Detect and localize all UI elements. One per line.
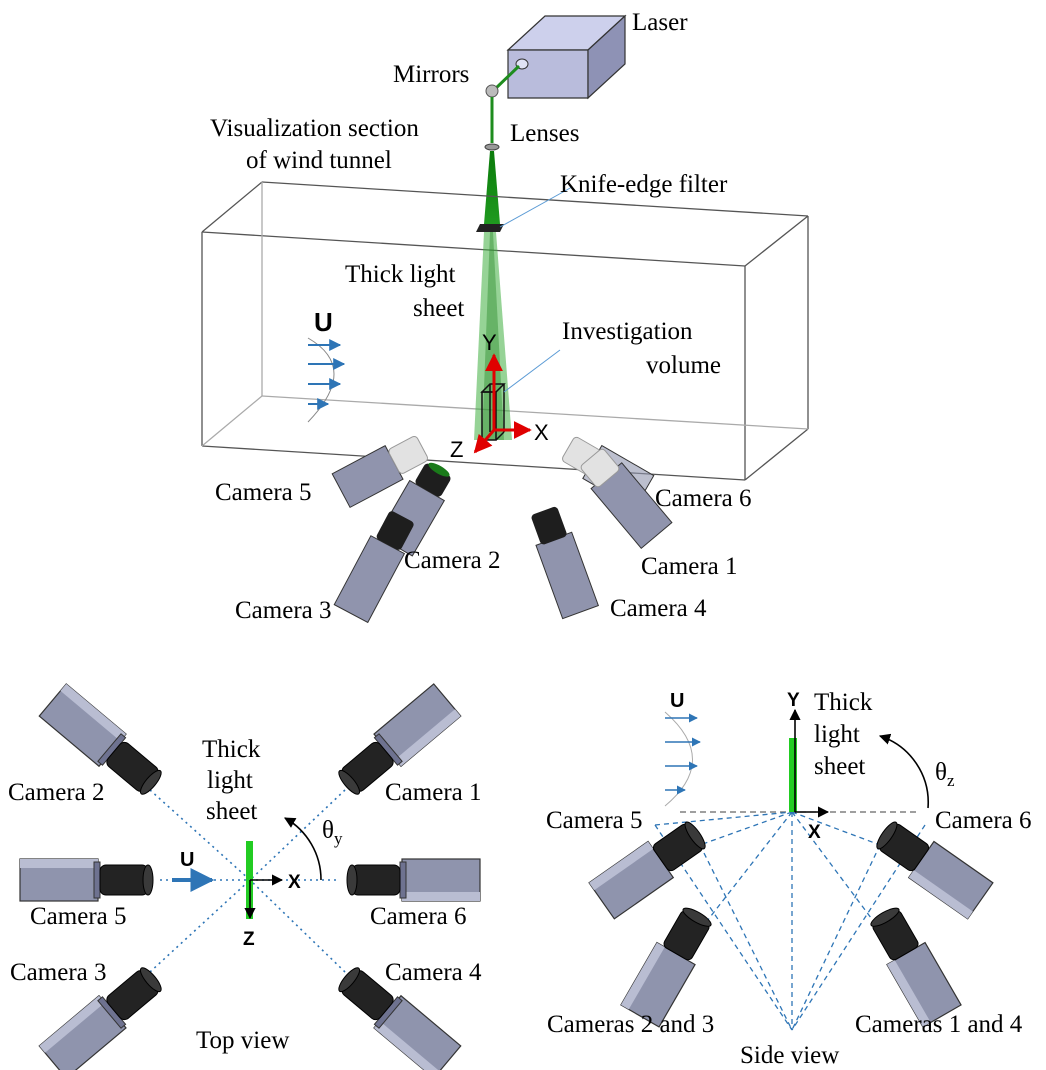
label-tunnel-line1: Visualization section xyxy=(210,115,419,142)
top-label-camera5: Camera 5 xyxy=(30,903,126,930)
top-camera-6 xyxy=(346,858,481,902)
label-camera6: Camera 6 xyxy=(655,485,751,512)
side-label-cameras14: Cameras 1 and 4 xyxy=(855,1011,1023,1038)
side-label-sheet-1: Thick xyxy=(814,689,873,716)
flow-profile xyxy=(307,337,346,423)
top-label-sheet-2: light xyxy=(207,767,253,794)
laser-beam xyxy=(492,64,521,92)
top-label-camera4: Camera 4 xyxy=(385,959,482,986)
label-laser: Laser xyxy=(632,9,688,36)
label-tunnel-line2: of wind tunnel xyxy=(246,147,392,174)
lens xyxy=(484,143,500,151)
top-angle-arc xyxy=(284,817,322,881)
label-mirrors: Mirrors xyxy=(393,61,469,88)
label-axis-x: X xyxy=(534,420,549,445)
label-lenses: Lenses xyxy=(510,120,579,147)
label-volume-line1: Investigation xyxy=(562,318,693,345)
axis-z-arrow xyxy=(473,429,496,454)
label-volume-line2: volume xyxy=(646,352,721,379)
top-label-camera2: Camera 2 xyxy=(8,779,104,806)
side-label-sheet-3: sheet xyxy=(814,753,865,780)
label-sheet-line1: Thick light xyxy=(345,261,455,288)
side-label-theta: θz xyxy=(935,759,955,790)
camera-1-3d xyxy=(580,448,673,549)
side-flow-profile xyxy=(664,711,701,807)
leader-volume xyxy=(503,349,561,393)
knife-edge-filter xyxy=(476,224,504,232)
side-label-x: X xyxy=(808,822,821,843)
label-flow-u: U xyxy=(314,307,333,337)
side-caption: Side view xyxy=(740,1042,839,1069)
label-camera4: Camera 4 xyxy=(610,595,707,622)
label-knife-edge: Knife-edge filter xyxy=(560,171,728,198)
side-camera-2-3 xyxy=(620,901,720,1028)
top-label-sheet-3: sheet xyxy=(206,798,257,825)
camera-4-3d xyxy=(531,506,600,620)
top-label-sheet-1: Thick xyxy=(202,736,261,763)
leader-knife-edge xyxy=(499,186,573,228)
side-camera-1-4 xyxy=(862,901,962,1028)
mirror xyxy=(485,84,499,98)
label-sheet-line2: sheet xyxy=(413,295,464,322)
label-camera1: Camera 1 xyxy=(641,553,737,580)
label-axis-z: Z xyxy=(450,437,463,462)
top-camera-5 xyxy=(19,858,154,902)
side-view: U Y X Thick light sheet θz Camera 5 Came… xyxy=(546,689,1031,1069)
side-label-camera6: Camera 6 xyxy=(935,807,1031,834)
side-label-cameras23: Cameras 2 and 3 xyxy=(547,1011,714,1038)
top-label-x: X xyxy=(288,872,301,893)
top-label-camera6: Camera 6 xyxy=(370,903,466,930)
side-angle-arc xyxy=(878,733,930,809)
perspective-view: Laser Mirrors Lenses Visualization secti… xyxy=(201,9,809,624)
label-camera3: Camera 3 xyxy=(235,597,331,624)
label-axis-y: Y xyxy=(482,330,497,355)
beam-cone xyxy=(484,151,500,224)
wind-tunnel xyxy=(201,181,809,481)
camera-5-3d xyxy=(331,435,429,509)
label-camera2: Camera 2 xyxy=(404,547,500,574)
top-label-camera3: Camera 3 xyxy=(10,959,106,986)
label-camera5: Camera 5 xyxy=(215,479,311,506)
laser-box xyxy=(506,14,627,100)
side-label-camera5: Camera 5 xyxy=(546,807,642,834)
top-label-camera1: Camera 1 xyxy=(385,779,481,806)
camera-3-3d xyxy=(333,511,414,624)
top-label-flow: U xyxy=(180,849,194,871)
top-label-z: Z xyxy=(243,929,255,950)
side-label-flow: U xyxy=(670,690,684,712)
side-label-y: Y xyxy=(787,690,800,711)
top-view: Camera 2 Camera 1 Camera 5 Camera 6 Came… xyxy=(8,683,482,1070)
side-light-sheet xyxy=(789,738,797,812)
light-sheet xyxy=(474,232,512,440)
top-label-theta: θy xyxy=(322,817,343,848)
top-caption: Top view xyxy=(196,1027,289,1054)
side-label-sheet-2: light xyxy=(814,721,860,748)
